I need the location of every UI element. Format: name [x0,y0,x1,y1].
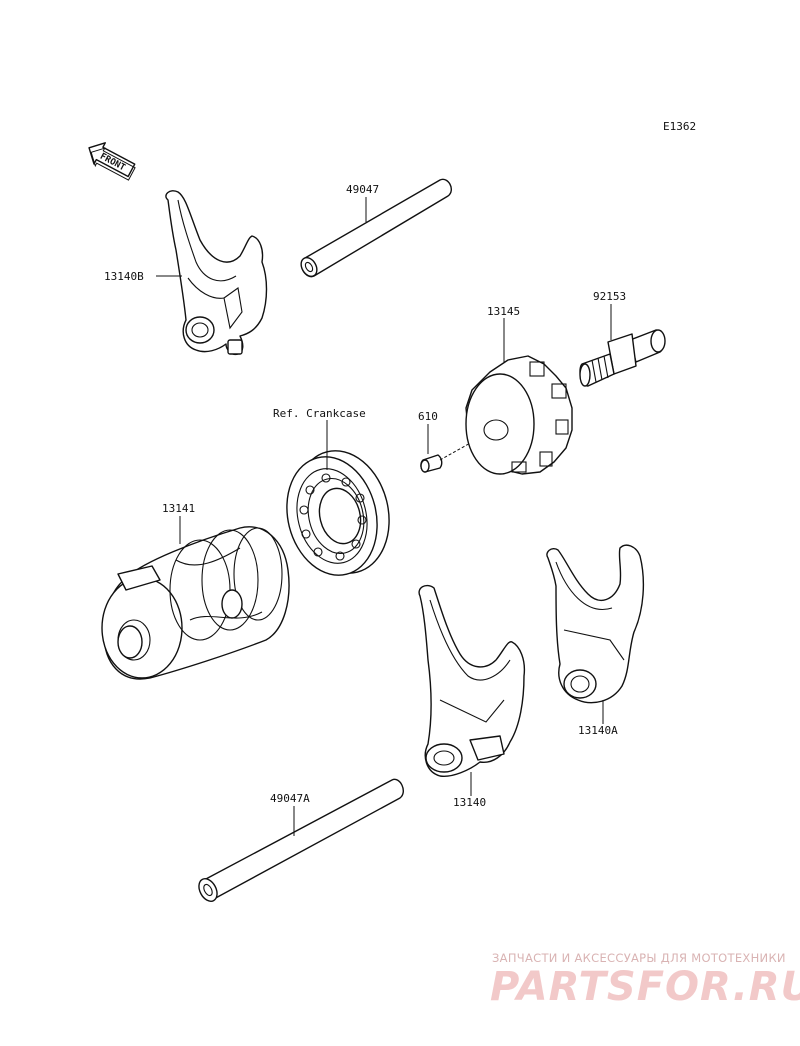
shift-fork-13140b [165,190,268,356]
diagram-code: E1362 [663,120,696,133]
watermark-tagline: ЗАПЧАСТИ И АКСЕССУАРЫ ДЛЯ МОТОТЕХНИКИ [492,951,786,965]
label-13145: 13145 [487,305,520,318]
label-13140a: 13140A [578,724,618,737]
label-13140: 13140 [453,796,486,809]
label-13141: 13141 [162,502,195,515]
watermark-brand: PARTSFOR.RU [490,964,800,1010]
label-49047a: 49047A [270,792,310,805]
label-13140b: 13140B [104,270,144,283]
shift-fork-13140a [546,544,645,704]
shift-rod-49047a [198,778,404,902]
shift-fork-13140 [418,584,526,777]
bolt-92153 [579,329,666,387]
shift-drum-13141 [101,526,290,680]
front-arrow-icon: FRONT [88,142,136,181]
crankcase-bearing [286,450,390,576]
label-ref-crankcase: Ref. Crankcase [273,407,366,420]
label-49047: 49047 [346,183,379,196]
label-610: 610 [418,410,438,423]
shift-rod-49047 [300,178,452,278]
label-92153: 92153 [593,290,626,303]
shift-segment-13145 [465,355,573,475]
